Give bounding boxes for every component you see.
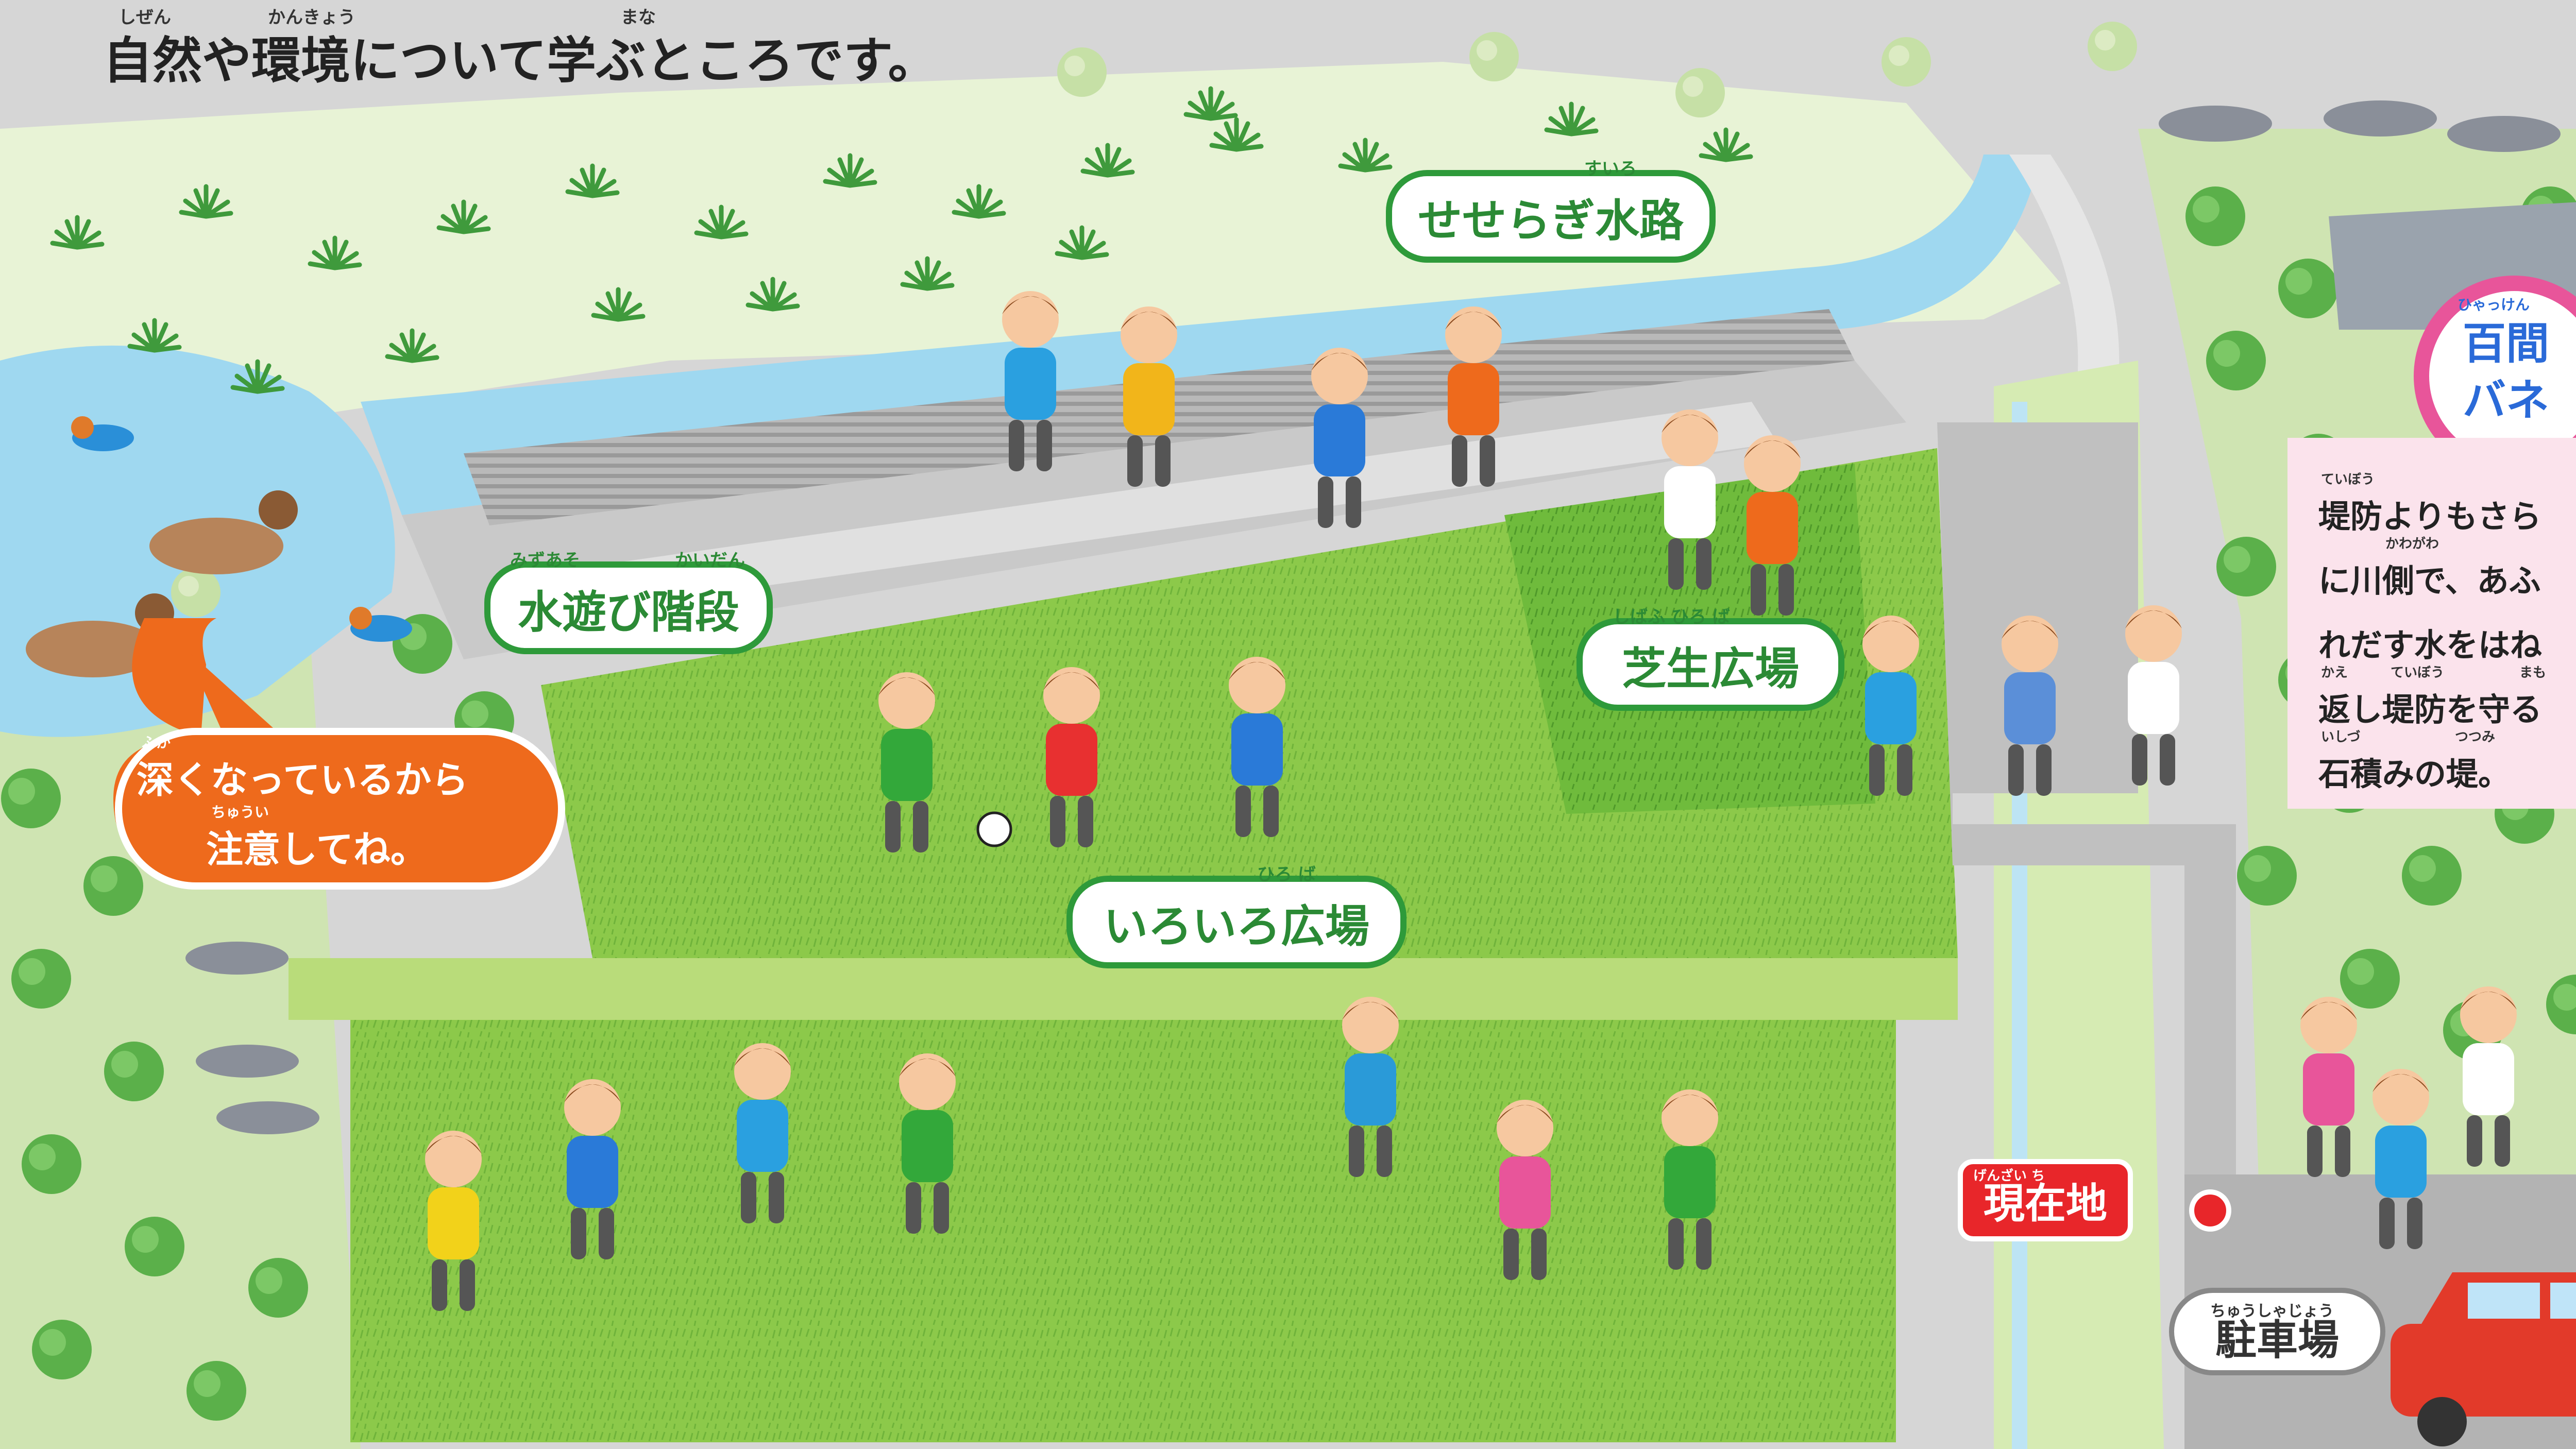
hyakken-title-2: バネ [2463, 375, 2550, 425]
header-ruby-kankyou: かんきょう [268, 7, 355, 28]
warning-line-1: 深くなっているから [137, 758, 469, 802]
hyakken-desc-line-1: 堤防よりもさら [2318, 498, 2541, 535]
area-label-iroiro[interactable]: いろいろ広場 [1066, 876, 1406, 968]
warning-ruby-1: ふか [142, 734, 171, 751]
hyakken-desc-line-2: に川側で、あふ [2318, 562, 2541, 600]
ruby-shibafu: しばふ ひろ ば [1613, 607, 1730, 627]
parking-ruby: ちゅうしゃじょう [2210, 1302, 2334, 1320]
hyakken-description: 堤防よりもさら に川側で、あふ れだす水をはね 返し堤防を守る 石積みの堤。 [2318, 484, 2542, 806]
parking-label[interactable]: 駐車場 [2169, 1288, 2385, 1375]
hyakken-desc-line-3: れだす水をはね [2318, 626, 2543, 664]
ruby-mizuasobi-1: みずあそ [510, 550, 580, 571]
hyakken-desc-line-5: 石積みの堤。 [2318, 755, 2511, 793]
hyakken-ruby-kae: かえ [2321, 665, 2348, 680]
ruby-seseragi: すいろ [1584, 159, 1637, 179]
warning-ruby-2: ちゅうい [211, 804, 269, 821]
hyakken-ruby-mamo: まも [2519, 665, 2547, 680]
area-label-mizuasobi[interactable]: 水遊び階段 [484, 561, 773, 654]
hyakken-ruby: ひゃっけん [2458, 296, 2530, 313]
header-ruby-shizen: しぜん [118, 7, 171, 28]
hyakken-ruby-teibou: ていぼう [2321, 472, 2375, 487]
hyakken-ruby-tsutsumi: つつみ [2455, 729, 2496, 745]
area-label-seseragi[interactable]: せせらぎ水路 [1386, 170, 1716, 263]
ruby-mizuasobi-2: かいだん [675, 550, 745, 571]
hyakken-ruby-teibou-2: ていぼう [2391, 665, 2445, 680]
header-text: 自然や環境について学ぶところです。 [103, 32, 938, 90]
current-location-label[interactable]: 現在地 [1958, 1159, 2133, 1241]
warning-line-2: 注意してね。 [206, 828, 428, 871]
hyakken-ruby-kawagawa: かわがわ [2385, 536, 2439, 552]
ruby-iroiro: ひろ ば [1257, 864, 1316, 885]
area-label-shibafu[interactable]: 芝生広場 [1577, 618, 1844, 711]
hyakken-desc-line-4: 返し堤防を守る [2318, 691, 2543, 728]
header-ruby-mana: まな [621, 7, 656, 28]
hyakken-ruby-ishi: いしづ [2321, 729, 2361, 745]
current-location-ruby: げんざい ち [1973, 1168, 2045, 1184]
hyakken-title-1: 百間 [2463, 318, 2550, 369]
